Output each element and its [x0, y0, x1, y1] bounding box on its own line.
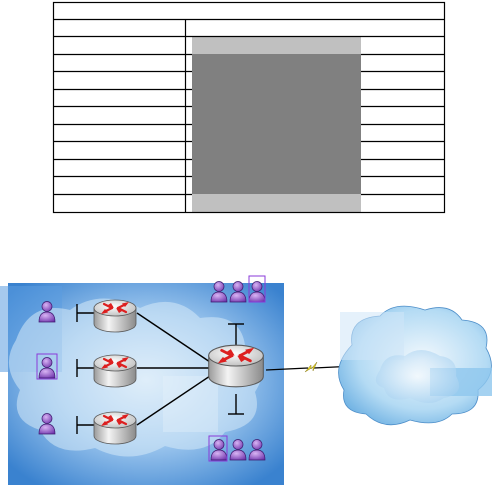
lightning-bolt-icon — [304, 361, 318, 373]
user-group-bottom-icon — [208, 435, 266, 462]
connection-lines — [76, 304, 244, 434]
table-shade-dark — [192, 54, 361, 194]
table-border — [52, 1, 446, 214]
user-group-top-icon — [210, 275, 266, 303]
user-icon-2-highlight — [36, 353, 58, 380]
router-2 — [92, 353, 138, 389]
cloud-highlight — [375, 350, 460, 403]
campus-network — [0, 275, 284, 485]
core-router — [207, 343, 265, 389]
router-3 — [92, 410, 138, 446]
wan-cloud — [338, 305, 492, 426]
table-grid — [53, 18, 445, 213]
data-table — [52, 1, 446, 214]
cloud-panel-left — [340, 312, 404, 360]
router-1 — [92, 298, 138, 334]
